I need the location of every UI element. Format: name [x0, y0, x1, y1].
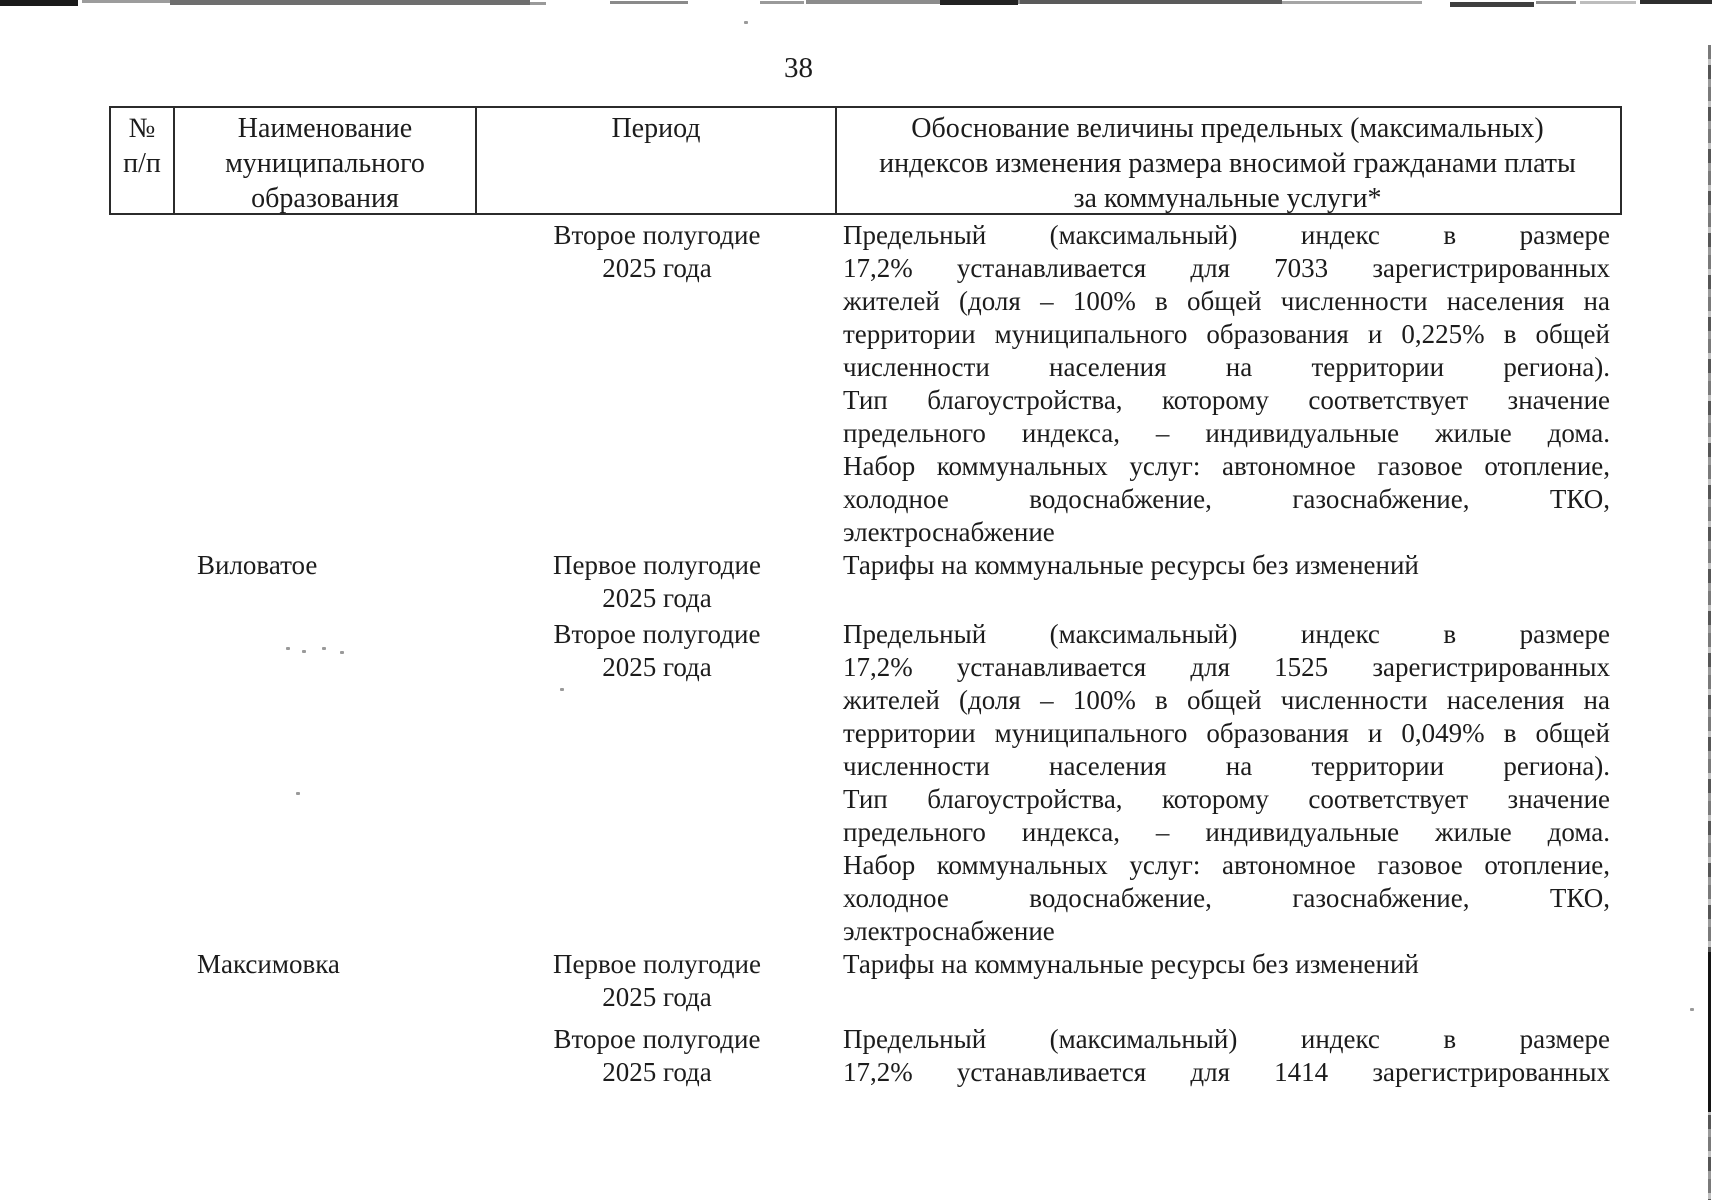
cell-num	[109, 948, 175, 1014]
text-line: предельного индекса, – индивидуальные жи…	[843, 817, 1610, 847]
scan-speckle	[340, 651, 344, 654]
scan-line-segment	[806, 0, 1020, 4]
scan-speckle	[744, 21, 748, 24]
text-line: территории муниципального образования и …	[843, 718, 1610, 748]
scan-line-segment	[1450, 2, 1534, 7]
cell-municipality	[175, 219, 477, 549]
text-line: жителей (доля – 100% в общей численности…	[843, 685, 1610, 715]
text-line: за коммунальные услуги*	[1073, 183, 1382, 213]
page-number: 38	[784, 52, 813, 84]
text-line: Наименование	[237, 113, 413, 144]
text-line: электроснабжение	[843, 517, 1055, 547]
text-line: Второе полугодие	[553, 220, 761, 250]
text-line: 2025 года	[602, 652, 712, 682]
cell-municipality	[175, 618, 477, 948]
text-line: предельного индекса, – индивидуальные жи…	[843, 418, 1610, 448]
cell-num	[109, 1023, 175, 1089]
text-line: 17,2% устанавливается для 7033 зарегистр…	[843, 253, 1610, 283]
cell-municipality: Максимовка	[197, 949, 340, 979]
text-line: Предельный (максимальный) индекс в разме…	[843, 1024, 1610, 1054]
scan-line-segment	[1282, 1, 1422, 4]
text-line: Второе полугодие	[553, 1024, 761, 1054]
cell-municipality: Виловатое	[197, 550, 318, 580]
text-line: холодное водоснабжение, газоснабжение, Т…	[843, 484, 1610, 514]
scan-speckle	[302, 650, 306, 653]
text-line: образования	[251, 183, 399, 213]
text-line: п/п	[123, 148, 161, 179]
text-line: Обоснование величины предельных (максима…	[911, 113, 1544, 144]
text-line: муниципального	[225, 148, 425, 179]
text-line: численности населения на территории реги…	[843, 751, 1610, 781]
cell-municipality	[175, 1023, 477, 1089]
text-line: Первое полугодие	[553, 949, 761, 979]
text-line: холодное водоснабжение, газоснабжение, Т…	[843, 883, 1610, 913]
scan-line-segment	[1536, 1, 1576, 4]
cell-justification: Предельный (максимальный) индекс в разме…	[837, 219, 1620, 549]
scan-line-segment	[530, 2, 546, 5]
text-line: Тарифы на коммунальные ресурсы без измен…	[843, 550, 1419, 580]
header-cell-period: Период	[477, 108, 837, 213]
text-line: 17,2% устанавливается для 1525 зарегистр…	[843, 652, 1610, 682]
scan-line-segment	[0, 0, 78, 6]
text-line: Набор коммунальных услуг: автономное газ…	[843, 451, 1610, 481]
scan-artifact-right	[1708, 45, 1711, 1200]
scan-line-segment	[760, 1, 804, 4]
text-line: Второе полугодие	[553, 619, 761, 649]
scan-line-segment	[1580, 1, 1636, 4]
cell-justification: Предельный (максимальный) индекс в разме…	[837, 1023, 1620, 1089]
header-cell-num: № п/п	[111, 108, 175, 213]
scan-speckle	[560, 688, 564, 691]
table-header: № п/п Наименование муниципального образован…	[109, 106, 1622, 215]
header-cell-justification: Обоснование величины предельных (максима…	[837, 108, 1618, 213]
header-cell-municipality: Наименование муниципального образования	[175, 108, 477, 213]
text-line: индексов изменения размера вносимой граж…	[879, 148, 1576, 179]
scan-line-segment	[82, 0, 170, 3]
text-line: Тип благоустройства, которому соответств…	[843, 784, 1610, 814]
text-line: численности населения на территории реги…	[843, 352, 1610, 382]
text-line: Тип благоустройства, которому соответств…	[843, 385, 1610, 415]
text-line: 2025 года	[602, 253, 712, 283]
text-line: 2025 года	[602, 982, 712, 1012]
text-line: Предельный (максимальный) индекс в разме…	[843, 220, 1610, 250]
cell-num	[109, 219, 175, 549]
text-line: электроснабжение	[843, 916, 1055, 946]
header-period-label: Период	[611, 113, 701, 144]
scan-speckle	[286, 647, 290, 650]
cell-justification: Тарифы на коммунальные ресурсы без измен…	[837, 948, 1620, 1014]
text-line: Набор коммунальных услуг: автономное газ…	[843, 850, 1610, 880]
text-line: Тарифы на коммунальные ресурсы без измен…	[843, 949, 1419, 979]
scan-speckle	[322, 647, 326, 650]
text-line: территории муниципального образования и …	[843, 319, 1610, 349]
cell-justification: Предельный (максимальный) индекс в разме…	[837, 618, 1620, 948]
cell-num	[109, 549, 175, 615]
text-line: жителей (доля – 100% в общей численности…	[843, 286, 1610, 316]
cell-justification: Тарифы на коммунальные ресурсы без измен…	[837, 549, 1620, 615]
scan-line-segment	[940, 0, 1018, 5]
scan-line-segment	[1640, 0, 1712, 4]
text-line: 2025 года	[602, 1057, 712, 1087]
text-line: Первое полугодие	[553, 550, 761, 580]
scan-line-segment	[1020, 0, 1282, 4]
text-line: 17,2% устанавливается для 1414 зарегистр…	[843, 1057, 1610, 1087]
scan-line-segment	[170, 0, 530, 5]
text-line: 2025 года	[602, 583, 712, 613]
text-line: №	[128, 113, 156, 144]
scan-speckle	[296, 792, 300, 795]
cell-num	[109, 618, 175, 948]
scan-artifact-right-dark	[1708, 952, 1711, 1112]
scan-speckle	[1690, 1008, 1694, 1011]
text-line: Предельный (максимальный) индекс в разме…	[843, 619, 1610, 649]
scan-line-segment	[610, 1, 688, 4]
